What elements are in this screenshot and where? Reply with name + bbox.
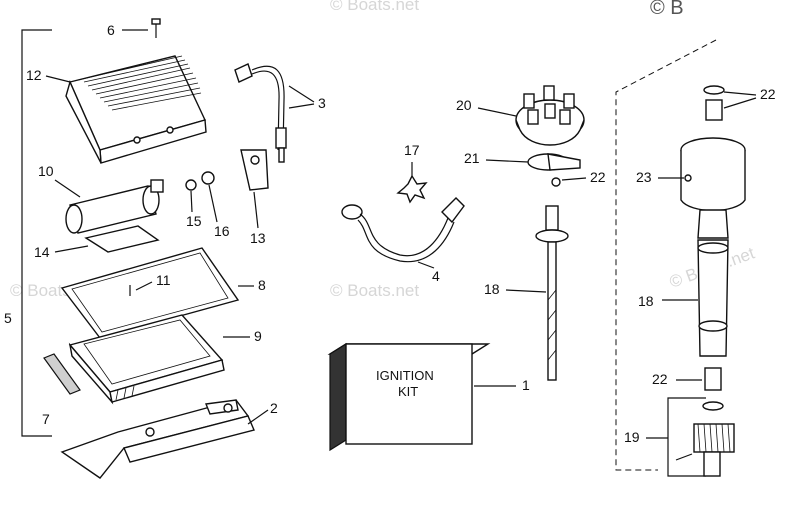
callout-12: 12 [26, 67, 42, 83]
callout-1: 1 [522, 377, 530, 393]
ignition-kit-line1: IGNITION [376, 368, 434, 383]
ignition-kit-box-1 [327, 342, 491, 452]
callout-23: 23 [636, 169, 652, 185]
watermark-center: © Boats.net [330, 281, 419, 300]
gear-19 [675, 401, 735, 477]
gasket-8 [60, 247, 240, 339]
shaft-18-center [535, 205, 569, 381]
mounting-plate-2 [60, 399, 255, 479]
callout-16: 16 [214, 223, 230, 239]
callout-11: 11 [156, 272, 171, 288]
ignition-kit-line2: KIT [398, 384, 418, 399]
cover-12 [65, 55, 207, 164]
spark-wire-4 [341, 197, 465, 263]
strip-7 [43, 353, 81, 395]
callout-22-c: 22 [652, 371, 668, 387]
coil-10 [65, 179, 164, 234]
washer-15 [185, 179, 197, 191]
callout-18-a: 18 [484, 281, 500, 297]
clip-22-small [551, 177, 561, 187]
bushing-22-bottom [704, 367, 722, 391]
coil-bracket-14 [84, 225, 160, 253]
bracket-13 [240, 149, 269, 191]
bushing-22-top-1 [703, 85, 725, 95]
distributor-cap-20 [515, 85, 585, 146]
clip-17 [396, 174, 428, 204]
callout-6: 6 [107, 22, 115, 38]
watermark-top: © Boats.net [330, 0, 419, 14]
callout-4: 4 [432, 268, 440, 284]
callout-3: 3 [318, 95, 326, 111]
callout-7: 7 [42, 411, 50, 427]
assembly-dashed-outline [615, 39, 717, 471]
callout-20: 20 [456, 97, 472, 113]
callout-9: 9 [254, 328, 262, 344]
callout-2: 2 [270, 400, 278, 416]
shaft-18-right [697, 209, 729, 357]
callout-17: 17 [404, 142, 420, 158]
corner-watermark: © B [650, 0, 684, 19]
callout-15: 15 [186, 213, 202, 229]
nut-16 [201, 171, 215, 185]
callout-8: 8 [258, 277, 266, 293]
rotor-21 [527, 153, 581, 171]
callout-19: 19 [624, 429, 640, 445]
callout-22-b: 22 [760, 86, 776, 102]
callout-10: 10 [38, 163, 54, 179]
bushing-22-top-2 [705, 99, 723, 121]
screw-6 [151, 18, 161, 38]
callout-14: 14 [34, 244, 50, 260]
callout-13: 13 [250, 230, 266, 246]
group-19-bracket [667, 397, 706, 477]
housing-23 [680, 137, 746, 212]
callout-21: 21 [464, 150, 480, 166]
group-5-bracket [21, 29, 52, 437]
lead-wire-3 [234, 63, 287, 163]
callout-5: 5 [4, 310, 12, 326]
module-9 [68, 314, 225, 405]
callout-18-b: 18 [638, 293, 654, 309]
callout-22-a: 22 [590, 169, 606, 185]
